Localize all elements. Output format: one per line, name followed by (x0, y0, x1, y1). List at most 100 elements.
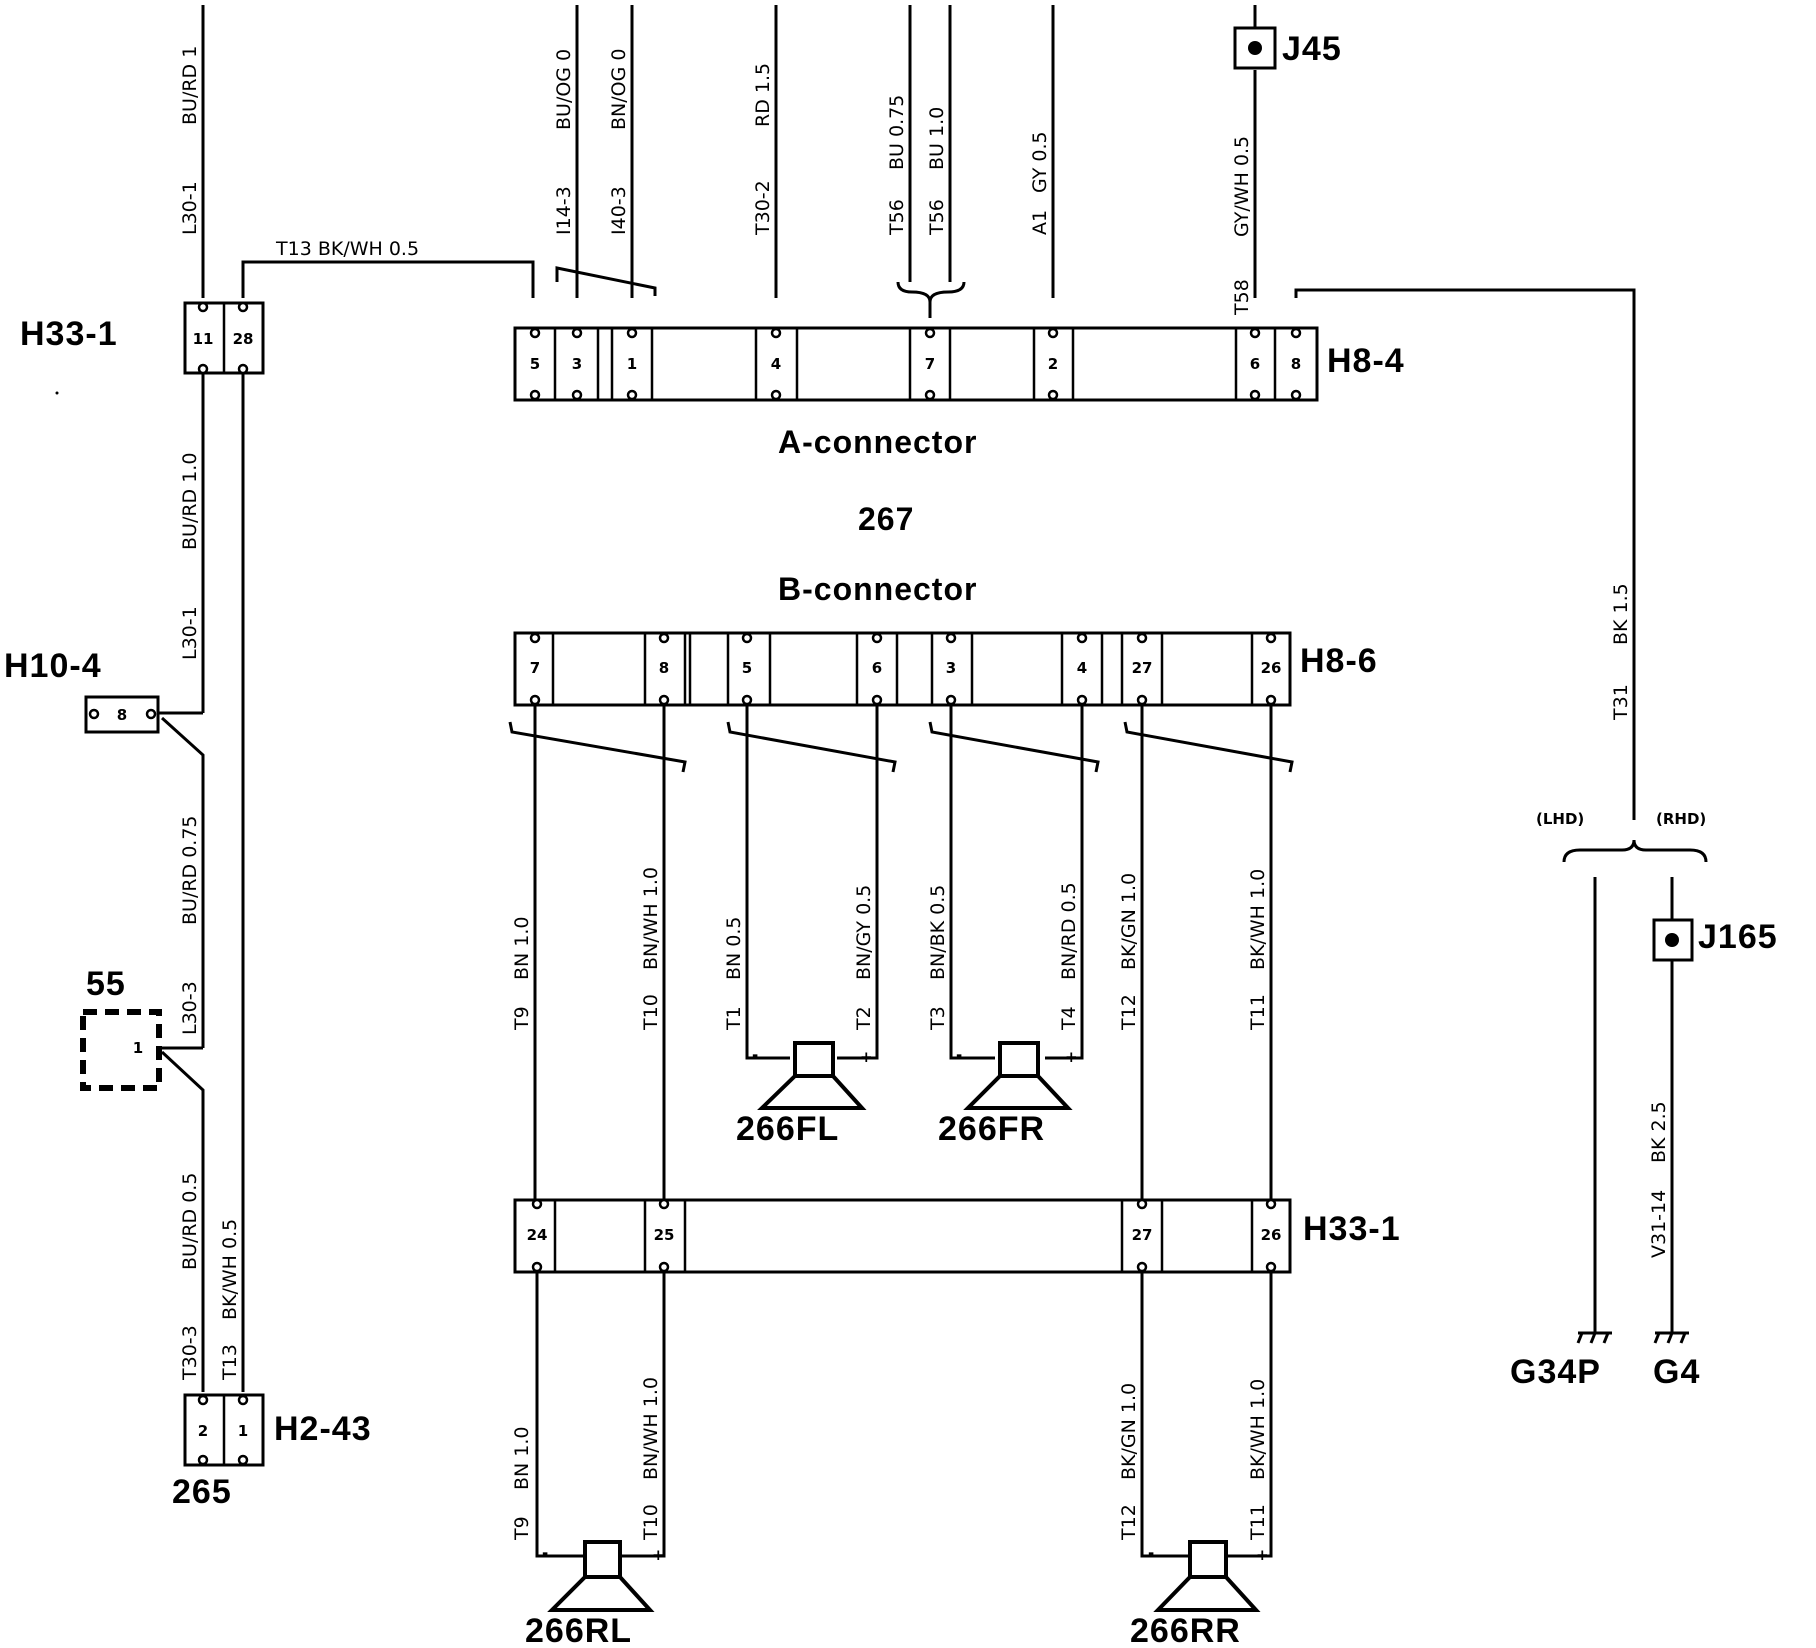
svg-text:L30-1: L30-1 (179, 181, 201, 235)
shield-i14-i40 (555, 266, 657, 296)
wire-t30-3 (160, 1050, 205, 1392)
pin-label: 28 (233, 330, 254, 348)
connector-h33-1-bottom: 24 25 27 26 (513, 1198, 1292, 1274)
shield-t3-t4 (928, 721, 1100, 773)
wires (158, 5, 1708, 1558)
pin-label: 8 (659, 659, 669, 677)
wire-t3 (949, 700, 995, 1060)
pin-label: 27 (1132, 659, 1153, 677)
svg-text:T56: T56 (926, 199, 948, 236)
pin-label: 4 (771, 355, 781, 373)
svg-text:V31-14: V31-14 (1648, 1190, 1670, 1258)
svg-text:T11: T11 (1247, 1504, 1269, 1541)
svg-text:T10: T10 (640, 994, 662, 1031)
label-radio-267: 267 (858, 501, 914, 537)
svg-text:T11: T11 (1247, 994, 1269, 1031)
label-speaker-rl: 266RL (525, 1612, 632, 1648)
connector-h8-4: 5 3 1 4 7 2 6 8 (513, 326, 1319, 402)
wire-label-l30-1-mid: L30-1BU/RD 1.0 (179, 453, 201, 660)
svg-text:BN 0.5: BN 0.5 (723, 916, 745, 980)
label-rhd: (RHD) (1656, 810, 1706, 828)
svg-text:BU/RD 0.75: BU/RD 0.75 (179, 815, 201, 925)
pin-label: 6 (872, 659, 882, 677)
pin-label: 5 (530, 355, 540, 373)
svg-text:BU/RD 1: BU/RD 1 (179, 46, 201, 125)
wire-label-i40-3: I40-3BN/OG 0 (608, 49, 630, 235)
wire-t9-b (535, 1270, 583, 1558)
svg-text:T12: T12 (1118, 994, 1140, 1031)
pin-label: 1 (238, 1422, 248, 1440)
connector-h33-1-top: 11 28 (183, 301, 265, 375)
polarity-minus: - (1148, 1544, 1154, 1562)
svg-text:A1: A1 (1029, 210, 1051, 235)
component-55: 1 (80, 1009, 162, 1091)
speaker-icon (757, 1041, 867, 1110)
svg-text:BU 0.75: BU 0.75 (886, 95, 908, 170)
pin-label: 11 (193, 330, 214, 348)
pin-label: 3 (572, 355, 582, 373)
svg-text:BK 2.5: BK 2.5 (1648, 1101, 1670, 1163)
wire-label-t9-b: T9 BN 1.0 (511, 1426, 533, 1541)
pin-label: 27 (1132, 1226, 1153, 1244)
pin-label: 8 (117, 706, 127, 724)
label-a-connector: A-connector (778, 424, 977, 460)
svg-text:BN/WH 1.0: BN/WH 1.0 (640, 867, 662, 970)
svg-text:BN 1.0: BN 1.0 (511, 916, 533, 980)
svg-text:T9: T9 (511, 1516, 533, 1541)
wire-t2 (837, 700, 879, 1060)
wire-t31 (1294, 288, 1636, 820)
pin-label: 5 (742, 659, 752, 677)
svg-text:T4: T4 (1058, 1006, 1080, 1031)
svg-text:T31: T31 (1610, 684, 1632, 721)
wire-t4 (1045, 700, 1084, 1060)
polarity-minus: - (752, 1046, 758, 1064)
wire-l30-3 (160, 716, 205, 1048)
svg-text:BK/WH 1.0: BK/WH 1.0 (1247, 869, 1269, 970)
ground-icon (1576, 1331, 1612, 1344)
connector-h10-4: 8 (84, 695, 160, 734)
speaker-icon (547, 1540, 655, 1612)
connector-h8-6: 7 8 5 6 3 4 27 26 (513, 631, 1292, 707)
label-h8-6: H8-6 (1300, 642, 1378, 680)
splice-j45 (1233, 26, 1277, 70)
speaker-icon (963, 1041, 1073, 1110)
label-h10-4: H10-4 (4, 647, 102, 685)
svg-text:BN/RD 0.5: BN/RD 0.5 (1058, 882, 1080, 980)
svg-text:L30-3: L30-3 (179, 981, 201, 1035)
svg-text:L30-1: L30-1 (179, 606, 201, 660)
bracket-t56 (896, 281, 966, 303)
label-b-connector: B-connector (778, 571, 977, 607)
label-h2-43: H2-43 (274, 1410, 372, 1448)
label-j165: J165 (1698, 918, 1778, 956)
pin-label: 26 (1261, 659, 1282, 677)
svg-text:T30-3: T30-3 (179, 1325, 201, 1381)
ground-icon (1653, 1331, 1689, 1344)
svg-text:BU/RD 0.5: BU/RD 0.5 (179, 1173, 201, 1270)
svg-text:BN 1.0: BN 1.0 (511, 1426, 533, 1490)
wire-t10-b (622, 1270, 666, 1558)
svg-text:BK/WH 0.5: BK/WH 0.5 (219, 1219, 241, 1320)
svg-text:BN/OG 0: BN/OG 0 (608, 49, 630, 130)
svg-text:GY/WH 0.5: GY/WH 0.5 (1231, 136, 1253, 237)
label-speaker-fr: 266FR (938, 1110, 1045, 1148)
svg-text:BK/GN 1.0: BK/GN 1.0 (1118, 873, 1140, 970)
speaker-icon (1153, 1540, 1261, 1612)
polarity-plus: + (1065, 1048, 1078, 1066)
pin-label: 3 (946, 659, 956, 677)
svg-text:T56: T56 (886, 199, 908, 236)
label-g4: G4 (1653, 1353, 1700, 1391)
pin-label: 1 (627, 355, 637, 373)
svg-text:T30-2: T30-2 (752, 180, 774, 236)
polarity-plus: + (1256, 1546, 1269, 1564)
